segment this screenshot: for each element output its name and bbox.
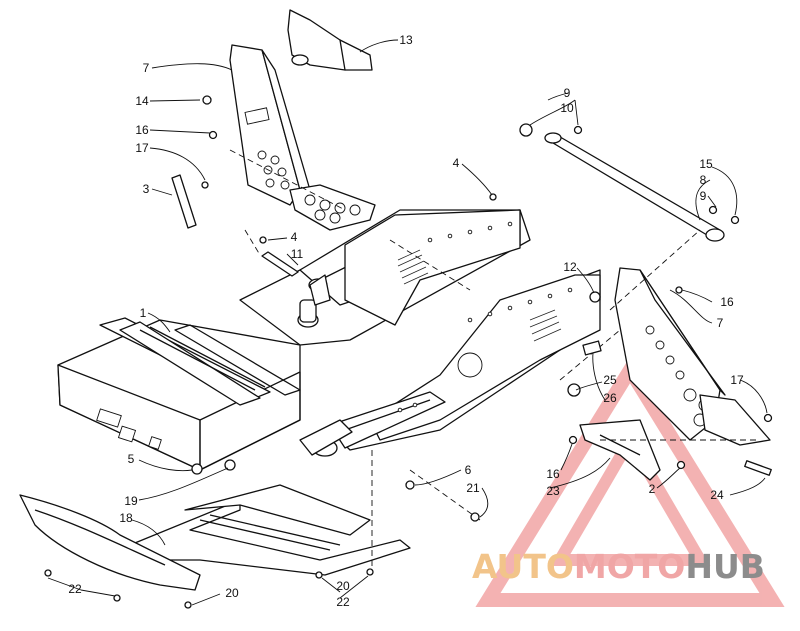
callout-9-right: 9 <box>700 189 707 203</box>
watermark-moto: MOTO <box>574 547 685 586</box>
callout-4-lower: 4 <box>291 230 298 244</box>
steering-support-right <box>614 267 771 446</box>
callout-16-right: 16 <box>720 295 734 309</box>
svg-text:AUTOMOTOHUB: AUTOMOTOHUB <box>472 547 765 586</box>
callout-9-upper: 9 <box>564 86 571 100</box>
callout-19: 19 <box>124 494 138 508</box>
front-bumper <box>19 494 201 591</box>
callout-26: 26 <box>603 391 617 405</box>
callout-12: 12 <box>563 260 577 274</box>
callout-15: 15 <box>699 157 713 171</box>
fasteners <box>44 95 773 609</box>
watermark-triangle-logo <box>475 356 785 607</box>
callout-2: 2 <box>649 482 656 496</box>
callout-6: 6 <box>465 463 472 477</box>
callout-5: 5 <box>128 452 135 466</box>
brace-rod <box>171 174 197 229</box>
cover-part <box>287 9 373 71</box>
main-frame <box>57 209 601 471</box>
cross-shaft <box>519 123 725 242</box>
lower-bracket <box>579 419 772 481</box>
callout-7-upper: 7 <box>143 61 150 75</box>
callout-4-upper: 4 <box>453 156 460 170</box>
callout-20-left: 20 <box>225 586 239 600</box>
steering-support-upper <box>229 44 376 231</box>
callout-3: 3 <box>143 182 150 196</box>
callout-11: 11 <box>291 247 304 261</box>
callout-17-upper: 17 <box>135 141 149 155</box>
callout-8: 8 <box>700 173 707 187</box>
callout-13: 13 <box>399 33 413 47</box>
callout-labels: 1 2 3 4 4 5 6 7 7 8 9 9 10 11 12 13 14 1… <box>68 33 744 609</box>
callout-23: 23 <box>546 484 560 498</box>
callout-22-right: 22 <box>336 595 350 609</box>
callout-24: 24 <box>710 488 724 502</box>
callout-18: 18 <box>119 511 133 525</box>
callout-22-left: 22 <box>68 582 82 596</box>
callout-20-right: 20 <box>336 579 350 593</box>
skid-plate <box>129 484 411 576</box>
watermark-hub: HUB <box>685 547 765 586</box>
assembly-lines <box>229 149 760 570</box>
callout-25: 25 <box>603 373 617 387</box>
leader-lines <box>47 39 768 606</box>
callout-16-lower: 16 <box>546 467 560 481</box>
watermark-auto: AUTO <box>472 547 574 586</box>
callout-1: 1 <box>140 306 147 320</box>
callout-7-right: 7 <box>717 316 724 330</box>
small-bracket <box>261 251 299 277</box>
callout-17-right: 17 <box>730 373 744 387</box>
callout-16-upper: 16 <box>135 123 149 137</box>
callout-21: 21 <box>466 481 480 495</box>
callout-14: 14 <box>135 94 149 108</box>
watermark-text: AUTOMOTOHUB <box>472 547 765 586</box>
callout-10: 10 <box>560 101 574 115</box>
